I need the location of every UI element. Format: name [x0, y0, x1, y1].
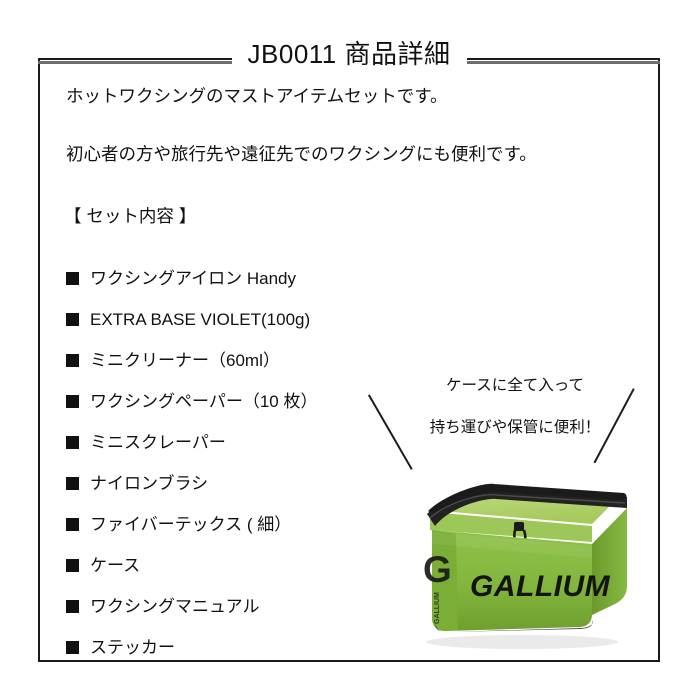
square-bullet-icon [66, 395, 79, 408]
list-item: ナイロンブラシ [66, 463, 396, 504]
case-sheen [432, 532, 592, 558]
list-item: ワクシングマニュアル [66, 586, 396, 627]
list-item-label: ナイロンブラシ [90, 474, 209, 493]
case-base-trim [435, 620, 594, 632]
list-item-label: ワクシングマニュアル [90, 597, 260, 616]
set-contents-list: ワクシングアイロン Handy EXTRA BASE VIOLET(100g) … [66, 258, 396, 668]
case-side-face [592, 508, 627, 615]
list-item: ミニスクレーパー [66, 422, 396, 463]
case-callout: ケースに全て入って 持ち運びや保管に便利！ [390, 378, 640, 435]
square-bullet-icon [66, 272, 79, 285]
square-bullet-icon [66, 354, 79, 367]
list-item: ケース [66, 545, 396, 586]
intro-line-1: ホットワクシングのマストアイテムセットです。 [66, 86, 448, 106]
list-item: ワクシングペーパー（10 枚） [66, 381, 396, 422]
list-item-label: ミニクリーナー（60ml） [90, 351, 280, 370]
list-item-label: EXTRA BASE VIOLET(100g) [90, 310, 311, 329]
case-side-logo-g: G [423, 549, 452, 590]
list-item: ワクシングアイロン Handy [66, 258, 396, 299]
title-band: JB0011 商品詳細 [38, 34, 661, 74]
case-zipper-line [429, 494, 626, 519]
square-bullet-icon [66, 313, 79, 326]
square-bullet-icon [66, 600, 79, 613]
list-item: ステッカー [66, 627, 396, 668]
case-front-face [432, 530, 592, 631]
case-zipper-band [427, 488, 627, 526]
title-rule-left [38, 61, 232, 64]
intro-block: ホットワクシングのマストアイテムセットです。 初心者の方や旅行先や遠征先でのワク… [66, 86, 626, 164]
list-item: EXTRA BASE VIOLET(100g) [66, 299, 396, 340]
list-item-label: ステッカー [90, 638, 175, 657]
list-item-label: ワクシングペーパー（10 枚） [90, 392, 318, 411]
list-item-label: ファイバーテックス ( 細） [90, 515, 292, 534]
callout-line-2: 持ち運びや保管に便利！ [429, 418, 601, 436]
list-item-label: ミニスクレーパー [90, 433, 226, 452]
callout-line-1: ケースに全て入って [446, 377, 584, 394]
case-left-face [432, 530, 458, 631]
case-side-vertical-text: GALLIUM [434, 592, 441, 624]
square-bullet-icon [66, 436, 79, 449]
case-shadow [426, 635, 618, 649]
list-item-label: ワクシングアイロン Handy [90, 269, 297, 288]
case-brand-text: GALLIUM [470, 570, 611, 603]
square-bullet-icon [66, 559, 79, 572]
case-lid-front [430, 512, 592, 542]
title-rule-right [466, 61, 661, 64]
page-title: JB0011 商品詳細 [231, 41, 467, 67]
set-contents-heading: 【 セット内容 】 [64, 206, 197, 226]
list-item: ミニクリーナー（60ml） [66, 340, 396, 381]
square-bullet-icon [66, 641, 79, 654]
list-item: ファイバーテックス ( 細） [66, 504, 396, 545]
list-item-label: ケース [90, 556, 141, 575]
square-bullet-icon [66, 477, 79, 490]
square-bullet-icon [66, 518, 79, 531]
product-case-image: GALLIUM G GALLIUM [396, 474, 644, 650]
intro-line-2: 初心者の方や旅行先や遠征先でのワクシングにも便利です。 [66, 143, 537, 164]
